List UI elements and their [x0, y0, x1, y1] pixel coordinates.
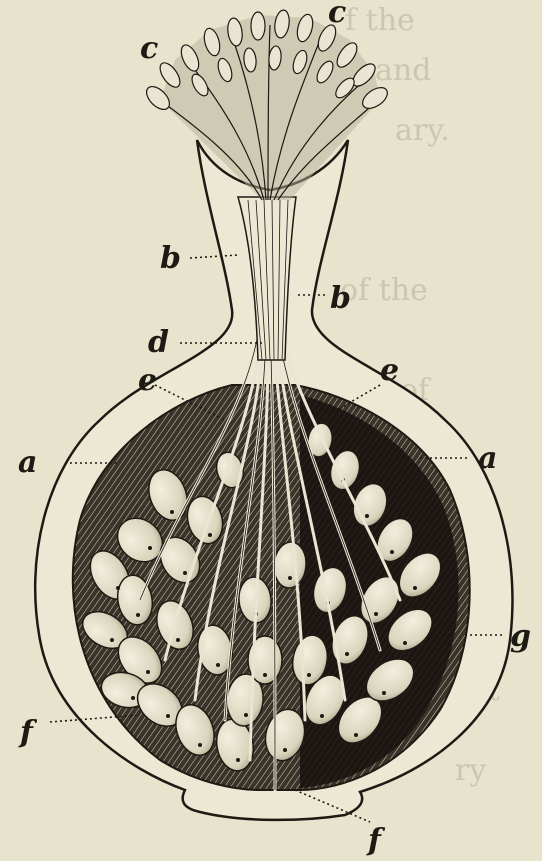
label-c-top-right: c [328, 0, 346, 30]
svg-text:ry: ry [455, 753, 486, 788]
svg-text:of the: of the [340, 273, 428, 308]
label-b-left: b [160, 241, 181, 276]
label-c-top-left: c [140, 31, 158, 66]
svg-text:ary.: ary. [395, 113, 450, 148]
label-a-right: a [478, 441, 497, 476]
label-d: d [148, 325, 169, 360]
svg-text:f the: f the [345, 3, 415, 38]
svg-text:and: and [375, 53, 431, 88]
label-f-left: f [18, 715, 38, 750]
label-f-bottom: f [366, 823, 386, 858]
label-a-left: a [18, 445, 37, 480]
label-g: g [510, 619, 531, 654]
label-b-right: b [330, 281, 351, 316]
label-e-right: e [380, 353, 399, 388]
label-e-left: e [138, 363, 157, 398]
